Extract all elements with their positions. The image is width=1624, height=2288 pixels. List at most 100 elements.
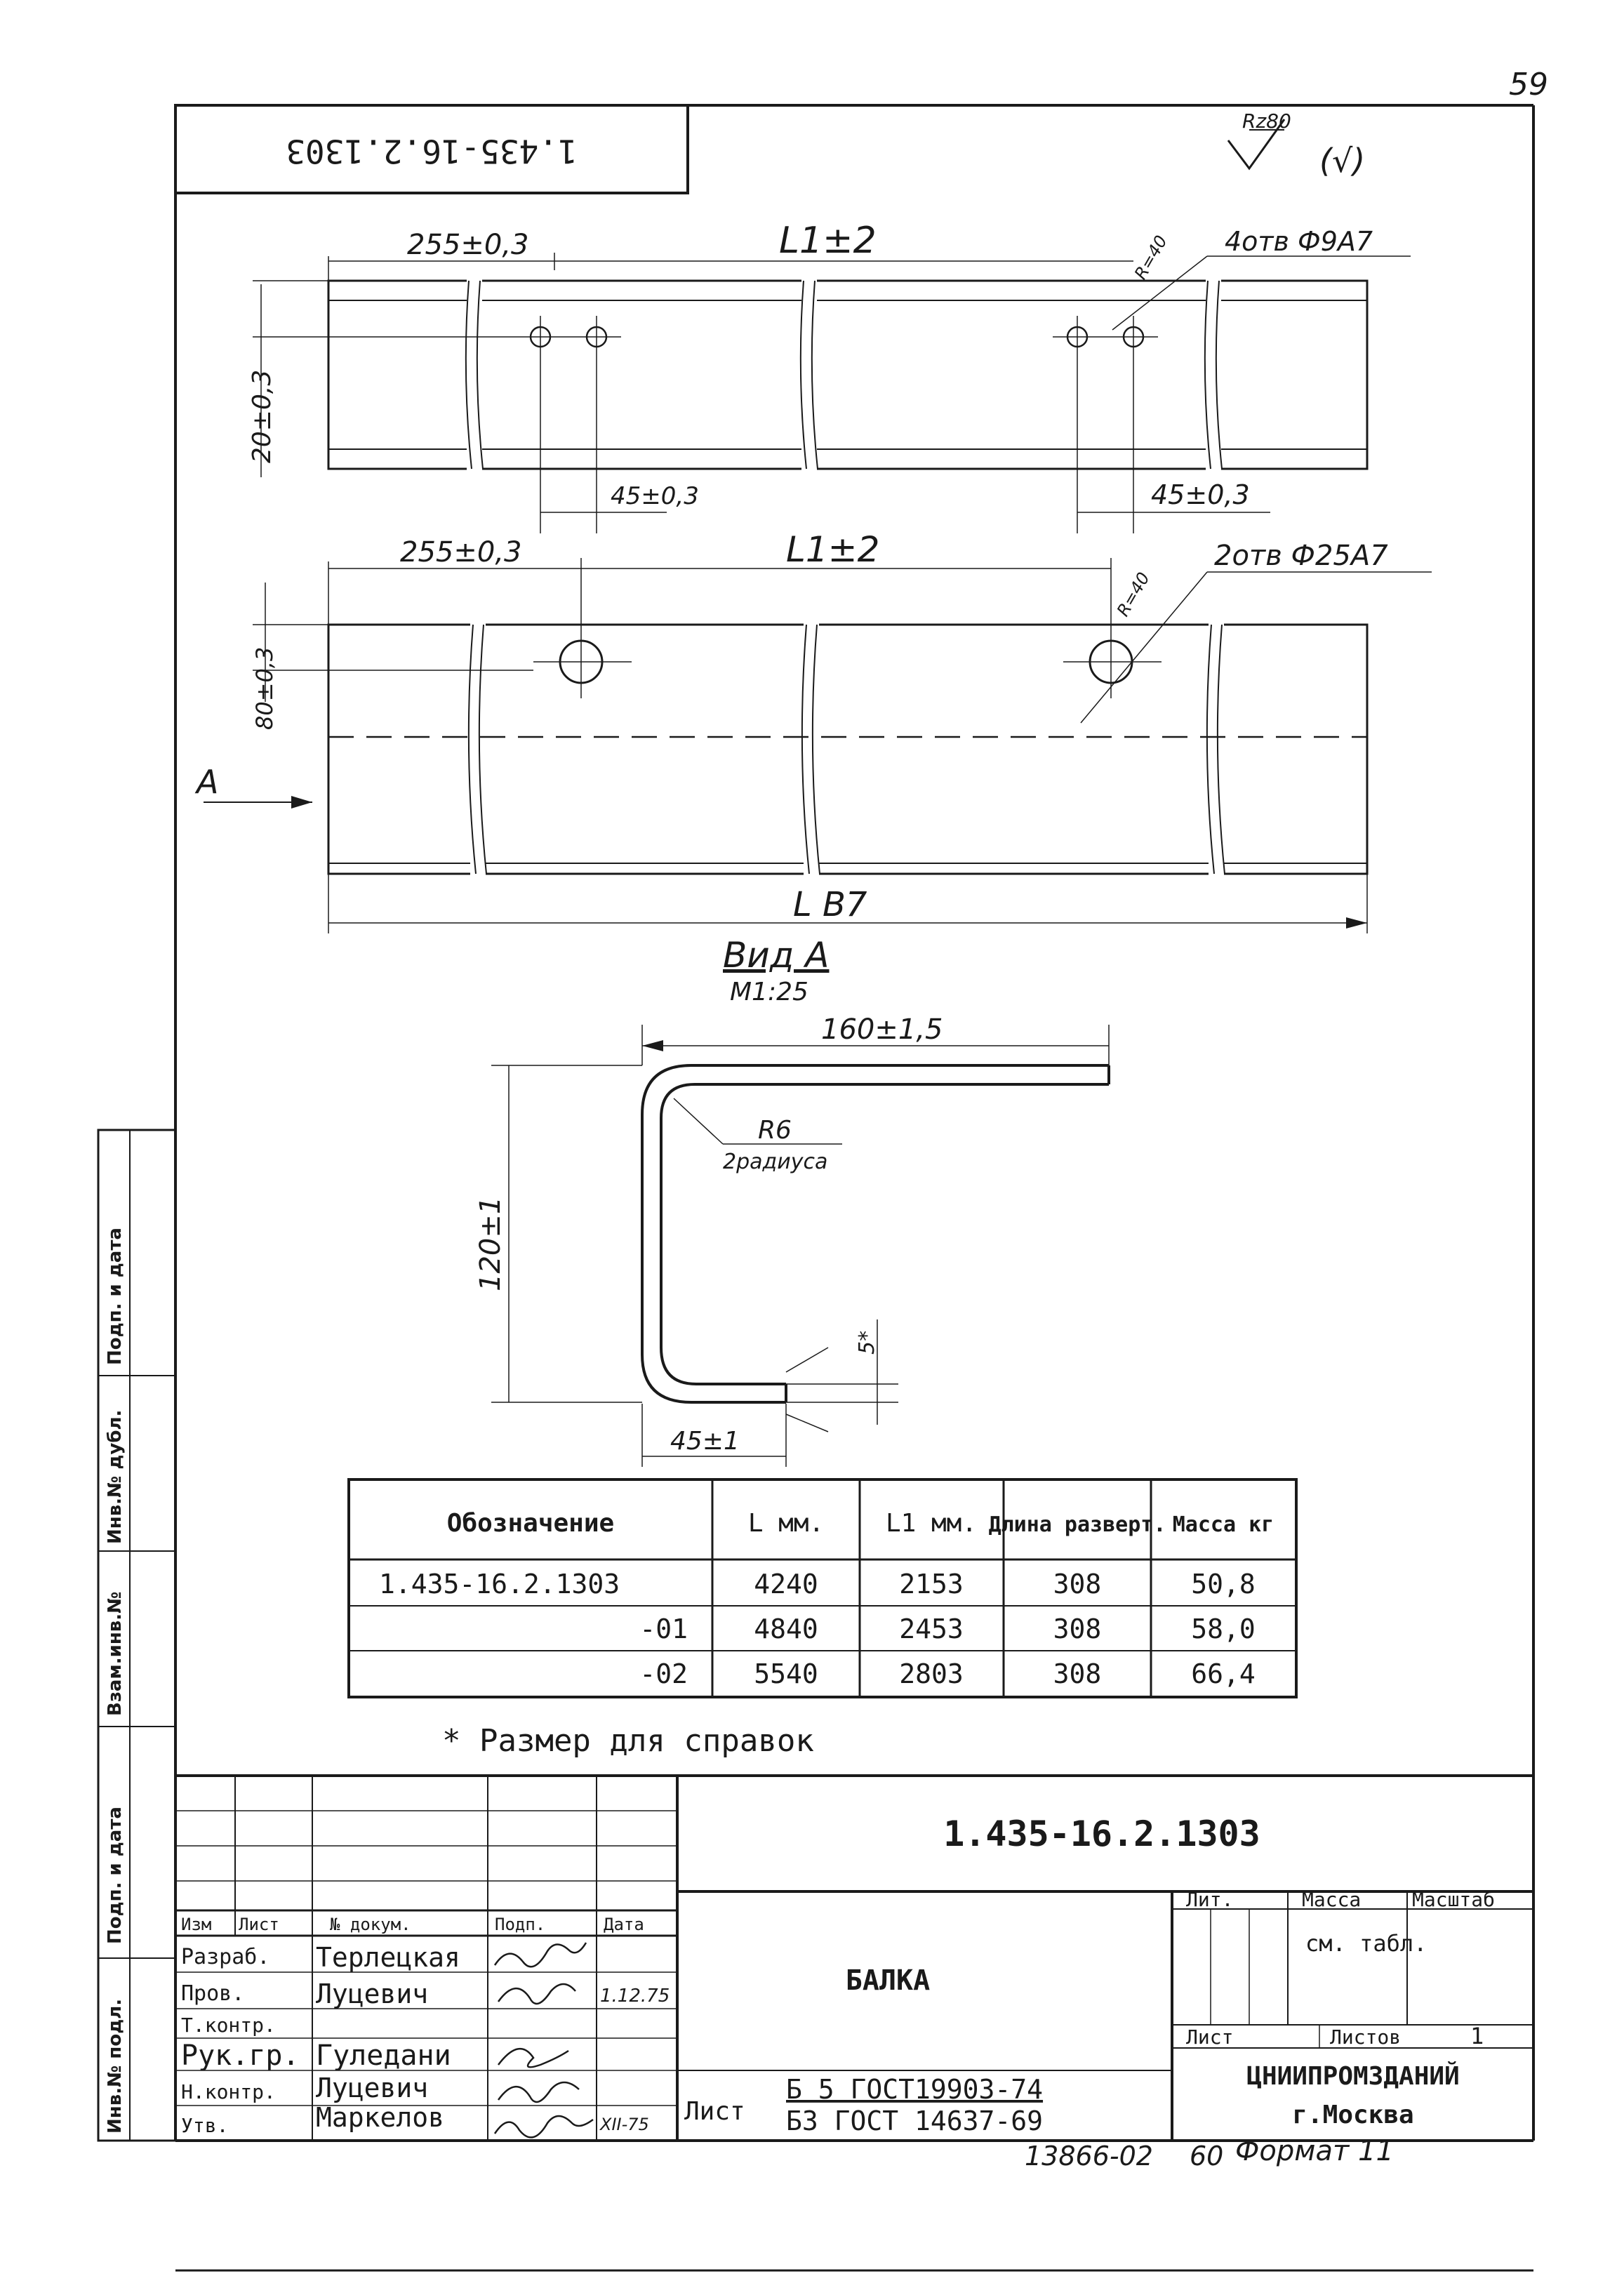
table-cell: 5540 (754, 1658, 818, 1689)
table-cell: 2153 (899, 1569, 964, 1599)
footnote: * Размер для справок (442, 1723, 814, 1759)
table-header-l1: L1 мм. (886, 1509, 977, 1538)
section-scale: М1:25 (730, 978, 808, 1006)
signature-lutsevich-2 (497, 2081, 580, 2103)
tb-org-city: г.Москва (1292, 2101, 1413, 2129)
table-cell: 2803 (899, 1658, 964, 1689)
tb-date: 1.12.75 (600, 1986, 670, 2007)
tb-material-line1: Б 5 ГОСТ19903-74 (786, 2074, 1043, 2105)
tb-col-header: Лист (239, 1915, 279, 1934)
bottom-sheet: 60 (1190, 2141, 1223, 2171)
tb-name: Луцевич (316, 2073, 428, 2103)
view1-beam (327, 277, 1369, 472)
table-cell: -02 (639, 1658, 688, 1689)
tb-role: Утв. (181, 2114, 228, 2137)
side-stamp-label: Подп. и дата (105, 1228, 126, 1365)
section-height-dim: 120±1 (474, 1197, 507, 1291)
table-cell: 2453 (899, 1614, 964, 1644)
tb-material-line2: Б3 ГОСТ 14637-69 (786, 2106, 1043, 2136)
section-title: Вид А (723, 935, 829, 976)
v1-holes-note: 4отв Ф9А7 (1225, 226, 1373, 257)
signature-markelov (493, 2115, 594, 2139)
title-block: Изм Лист № докум. Подп. Дата Разраб. Тер… (175, 1774, 1533, 2141)
view2-holes (533, 558, 1162, 698)
section-view-a: Вид А М1:25 160±1,5 120±1 R6 2радиуса 5*… (474, 935, 1110, 1467)
tb-scale-label: Масштаб (1412, 1888, 1495, 1911)
rotated-code-box: 1.435-16.2.1303 (174, 104, 689, 194)
side-stamp-label: Подп. и дата (105, 1807, 126, 1944)
tb-designation: 1.435-16.2.1303 (943, 1814, 1260, 1854)
section-width-dim: 160±1,5 (821, 1013, 943, 1046)
roughness-symbol: Rz80 (√) (1227, 109, 1365, 180)
table-cell: -01 (639, 1614, 688, 1644)
tb-lit-label: Лит. (1186, 1888, 1233, 1911)
table-cell: 308 (1053, 1658, 1102, 1689)
tb-org-name: ЦНИИПРОМЗДАНИЙ (1246, 2061, 1459, 2091)
table-cell: 50,8 (1191, 1569, 1256, 1599)
v2-holes-note: 2отв Ф25А7 (1214, 540, 1388, 572)
view1-dimensions: 255±0,3 L1±2 4отв Ф9А7 R=40 20±0,3 45±0,… (248, 220, 1411, 513)
tb-name: Маркелов (316, 2102, 444, 2133)
side-stamp: Инв.№ подл. Подп. и дата Взам.инв.№ Инв.… (97, 1129, 177, 2142)
v2-radius-note: R=40 (1113, 569, 1154, 620)
format-note: Формат 11 (1235, 2135, 1394, 2167)
v2-height-dim: 80±0,3 (251, 647, 278, 730)
v1-dim-left: 255±0,3 (407, 229, 528, 261)
section-radius-note: 2радиуса (723, 1150, 827, 1174)
v2-dim-main: L1±2 (786, 529, 879, 570)
roughness-value: Rz80 (1242, 109, 1291, 133)
table-header-mass: Масса кг (1173, 1512, 1274, 1537)
view1-holes (516, 316, 1158, 533)
v1-radius-note: R=40 (1131, 232, 1171, 283)
table-cell: 1.435-16.2.1303 (379, 1569, 620, 1599)
section-radius: R6 (758, 1116, 792, 1145)
tb-role: Рук.гр. (181, 2040, 300, 2072)
signature-guledani (498, 2047, 569, 2068)
v1-dim-main: L1±2 (779, 220, 877, 262)
tb-mass-label: Масса (1302, 1888, 1361, 1911)
table-cell: 308 (1053, 1614, 1102, 1644)
tb-sheets-label: Листов (1330, 2026, 1401, 2049)
tb-role: Т.контр. (181, 2014, 276, 2037)
table-cell: 4840 (754, 1614, 818, 1644)
tb-name: Луцевич (316, 1978, 428, 2009)
v1-spacing-right: 45±0,3 (1151, 479, 1250, 510)
tb-col-header: Дата (604, 1915, 644, 1934)
v2-arrow-label: A (194, 763, 218, 801)
tb-material-prefix: Лист (684, 2097, 745, 2126)
tb-part-name: БАЛКА (846, 1964, 930, 1997)
tb-name: Гуледани (316, 2040, 451, 2072)
side-stamp-label: Взам.инв.№ (105, 1592, 126, 1716)
view2-beam (327, 621, 1369, 877)
table-cell: 58,0 (1191, 1614, 1256, 1644)
v1-spacing-left: 45±0,3 (611, 482, 699, 510)
tb-role: Н.контр. (181, 2080, 276, 2103)
section-flange-dim: 45±1 (670, 1427, 740, 1456)
roughness-other: (√) (1319, 142, 1365, 180)
rotated-doc-code: 1.435-16.2.1303 (286, 133, 577, 171)
tb-sheet-label: Лист (1186, 2026, 1233, 2049)
tb-col-header: Изм (181, 1915, 211, 1934)
table-header-designation: Обозначение (447, 1509, 614, 1538)
v1-height-dim: 20±0,3 (248, 370, 277, 463)
signature-terletskaya (493, 1942, 587, 1968)
table-cell: 4240 (754, 1569, 818, 1599)
v2-length-dim: L В7 (793, 885, 867, 924)
spec-table: Обозначение L мм. L1 мм. Длина разверт. … (347, 1478, 1298, 1698)
tb-col-header: Подп. (495, 1915, 545, 1934)
table-header-length: Длина разверт. (989, 1512, 1166, 1537)
view2-dimensions: 255±0,3 L1±2 2отв Ф25А7 R=40 80±0,3 A L … (194, 529, 1432, 933)
tb-mass-value: см. табл. (1305, 1930, 1427, 1957)
tb-sheets-value: 1 (1470, 2023, 1484, 2049)
table-cell: 308 (1053, 1569, 1102, 1599)
tb-role: Разраб. (181, 1945, 269, 1969)
tb-date: XII-75 (599, 2115, 649, 2134)
bottom-code: 13866-02 (1025, 2141, 1153, 2171)
table-header-l: L мм. (748, 1509, 824, 1538)
side-stamp-label: Инв.№ дубл. (105, 1410, 126, 1544)
page-number: 59 (1509, 67, 1548, 102)
table-cell: 66,4 (1191, 1658, 1256, 1689)
signature-lutsevich (497, 1983, 576, 2005)
section-thickness: 5* (855, 1331, 879, 1355)
tb-col-header: № докум. (330, 1915, 411, 1934)
